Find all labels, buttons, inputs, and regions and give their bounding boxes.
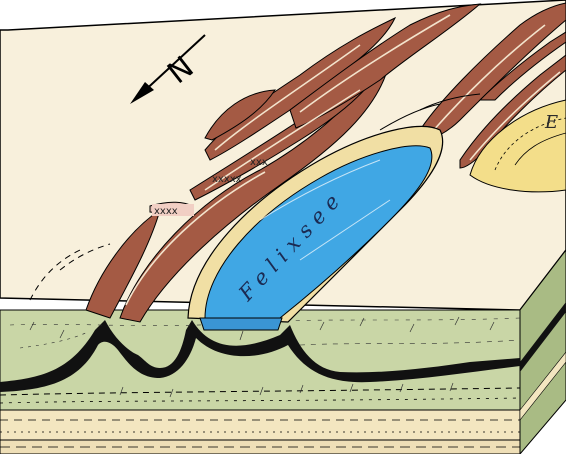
fold-lines — [29, 93, 481, 301]
ridge-bands — [85, 2, 566, 323]
yellow-body: E — [469, 99, 566, 193]
north-arrow-head — [130, 82, 154, 104]
ridge-band-5 — [289, 3, 482, 129]
svg-text:xxx: xxx — [250, 157, 268, 168]
cross-section — [0, 249, 566, 454]
ridge-lobe — [204, 89, 276, 141]
svg-text:xxxx: xxxx — [154, 206, 178, 217]
lake-water — [204, 145, 433, 319]
cross-marks: xxxx xxxxx xxx — [152, 157, 268, 217]
section-black-band — [0, 320, 520, 392]
side-black-band — [520, 302, 566, 372]
partial-label: E — [544, 112, 558, 133]
lake-shore-strip — [199, 317, 283, 331]
svg-text:xxxxx: xxxxx — [212, 174, 242, 185]
ridge-band-7 — [459, 54, 566, 169]
section-hatching — [29, 316, 495, 398]
ridge-highlights — [125, 14, 561, 306]
side-lower-band — [519, 351, 566, 421]
section-sand-layer — [0, 409, 521, 441]
ridge-band-8 — [478, 31, 566, 101]
